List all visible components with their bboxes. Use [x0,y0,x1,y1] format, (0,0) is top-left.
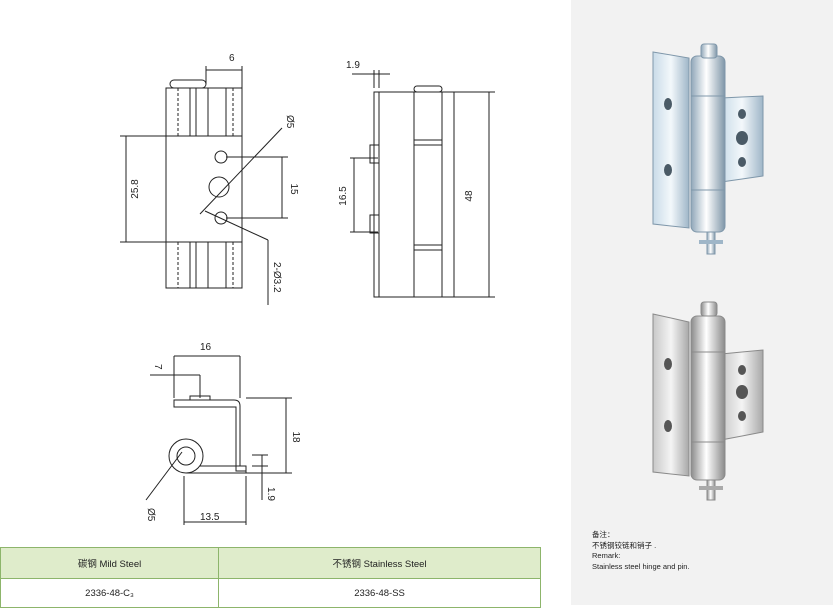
side-view [350,70,495,298]
drawing-area: 6 25.8 Ø5 15 2-Ø3.2 1.9 16.5 48 16 7 18 … [0,53,541,608]
zinc-hinge-image [652,43,764,255]
dim-top-offset: 7 [152,364,163,370]
top-view [145,355,292,525]
dim-holes: 2-Ø3.2 [271,262,282,293]
dim-pin-offset: 6 [229,53,235,64]
table-header-mild-steel: 碳钢 Mild Steel [0,547,220,579]
dim-top-pin-dia: Ø5 [145,508,156,522]
material-table: 碳钢 Mild Steel 不锈钢 Stainless Steel 2336-4… [0,547,541,608]
remark-cn-text: 不锈钢铰链和销子 . [592,540,657,550]
stainless-hinge-image [652,301,764,501]
dim-top-width: 16 [200,342,212,353]
table-header-stainless-steel: 不锈钢 Stainless Steel [218,547,541,579]
remark-en-label: Remark: [592,551,621,560]
dim-top-bottom: 13.5 [200,512,220,523]
technical-drawing: 6 25.8 Ø5 15 2-Ø3.2 1.9 16.5 48 16 7 18 … [120,53,495,525]
photo-panel [571,0,833,605]
remark-cn-label: 备注： [592,530,615,539]
remark-block: 备注： 不锈钢铰链和销子 . Remark: Stainless steel h… [592,530,690,572]
dim-top-sheet: 1.9 [265,487,276,501]
table-cell-mild-steel-code: 2336-48-C₃ [0,578,220,608]
dim-top-height: 18 [290,431,301,443]
dim-side-total: 48 [464,190,475,202]
table-cell-stainless-code: 2336-48-SS [218,578,541,608]
table-row: 2336-48-C₃ 2336-48-SS [0,578,541,608]
front-view [120,66,288,305]
dim-pin-dia: Ø5 [284,115,295,129]
dim-leaf-height: 25.8 [130,179,141,199]
hinge-photos [652,43,764,501]
dim-hole-spacing: 15 [288,183,299,195]
table-header-row: 碳钢 Mild Steel 不锈钢 Stainless Steel [0,547,541,579]
remark-en-text: Stainless steel hinge and pin. [592,561,690,571]
dim-side-inner: 16.5 [338,186,349,206]
dim-side-thickness: 1.9 [346,60,360,71]
